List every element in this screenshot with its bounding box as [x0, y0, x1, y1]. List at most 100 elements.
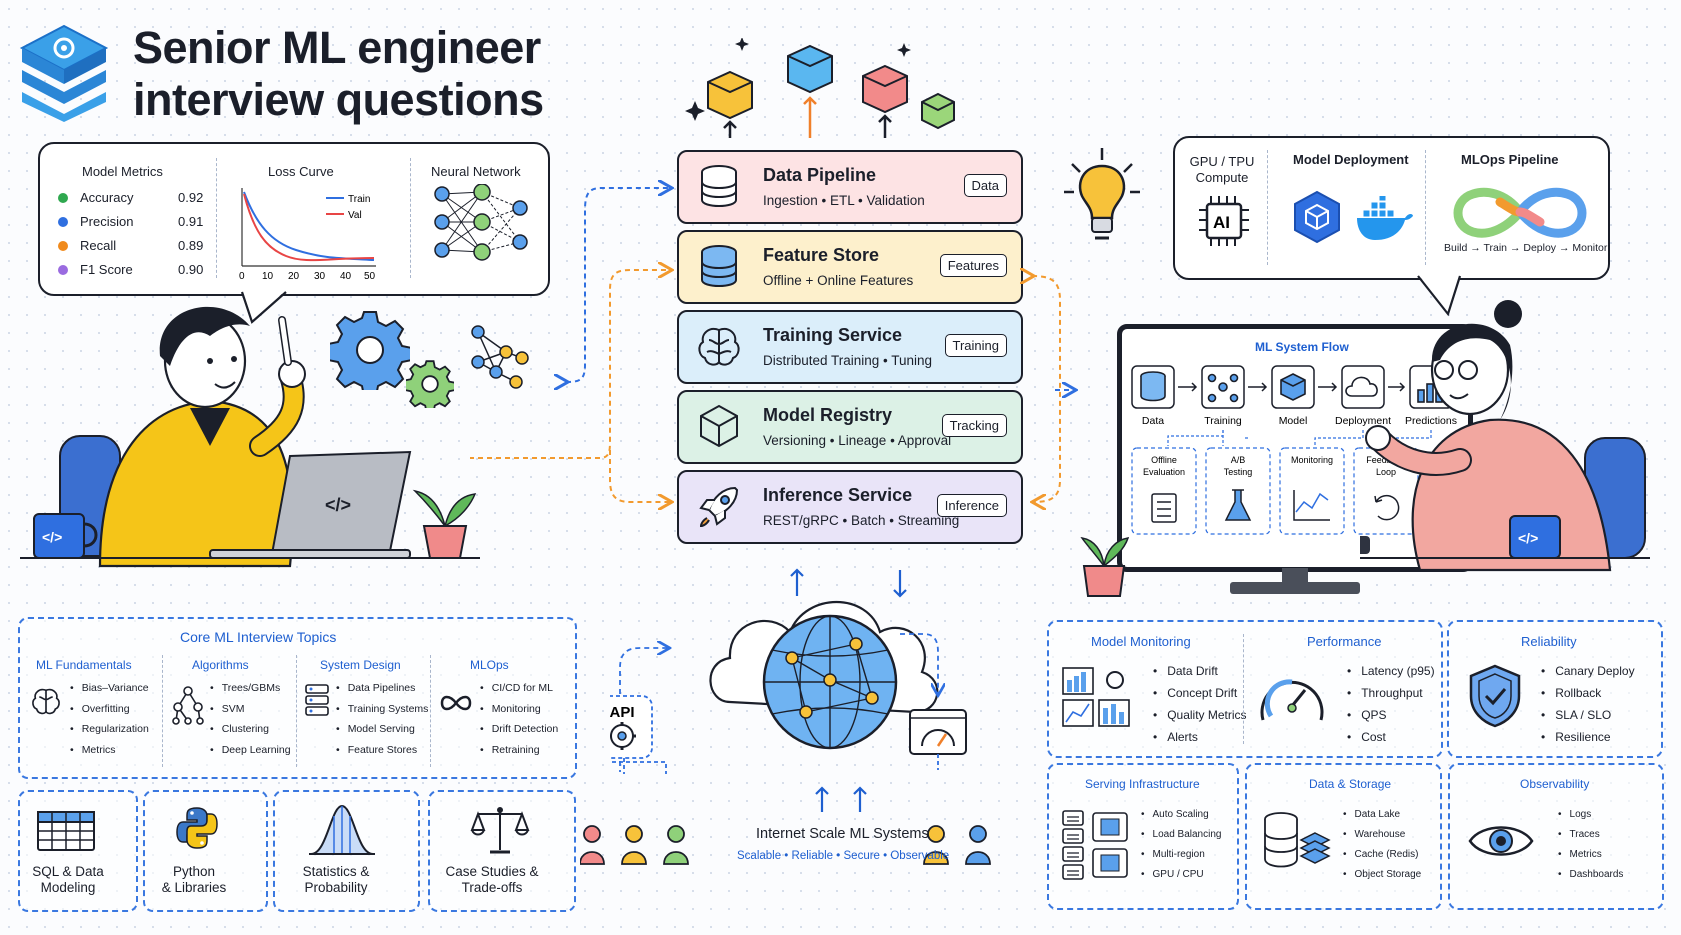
panel-data-storage: Data & Storage Data LakeWarehouseCache (… [1245, 763, 1442, 910]
stack-subtitle: REST/gRPC • Batch • Streaming [763, 513, 960, 528]
skill-card-label: Python& Libraries [161, 864, 227, 895]
model-deployment-title: Model Deployment [1293, 152, 1409, 167]
neural-network-title: Neural Network [431, 164, 521, 179]
tick-label: 10 [262, 271, 274, 282]
panel-observability: Observability LogsTracesMetricsDashboard… [1448, 763, 1664, 910]
panel-list: Data DriftConcept DriftQuality MetricsAl… [1153, 660, 1246, 748]
user-icon [580, 825, 605, 865]
panel-title: Model Monitoring [1091, 634, 1191, 649]
panel-model-monitoring: Model Monitoring Data DriftConcept Drift… [1047, 620, 1443, 758]
skill-card-python[interactable]: Python& Libraries [143, 790, 268, 912]
lightbulb-icon [1064, 148, 1140, 240]
bubble-tail [240, 290, 287, 324]
skill-card-statistics[interactable]: Statistics &Probability [273, 790, 420, 912]
internet-cloud-illustration: API [610, 568, 967, 812]
stack-data-pipeline[interactable]: Data Pipeline Ingestion • ETL • Validati… [677, 150, 1023, 224]
bell-curve-icon [309, 804, 375, 855]
scales-icon [470, 807, 530, 854]
internet-tags: Scalable • Reliable • Secure • Observabl… [737, 850, 950, 862]
stack-inference-service[interactable]: Inference Service REST/gRPC • Batch • St… [677, 470, 1023, 544]
gear-icon [330, 311, 410, 390]
core-topics-panel: Core ML Interview Topics ML Fundamentals… [18, 617, 577, 779]
tick-label: 0 [239, 271, 245, 282]
internet-title: Internet Scale ML Systems [756, 826, 929, 842]
user-icon [965, 825, 991, 865]
flow-substep: Testing [1224, 467, 1253, 477]
gear-icon [406, 360, 454, 408]
engineer-illustration: </> </> [20, 306, 480, 568]
svg-text:</>: </> [42, 529, 62, 545]
stack-subtitle: Ingestion • ETL • Validation [763, 193, 925, 208]
panel-list: Canary DeployRollbackSLA / SLOResilience [1541, 660, 1634, 748]
flow-step: Training [1204, 415, 1242, 427]
flow-substep: Evaluation [1143, 467, 1185, 477]
database-icon [701, 245, 737, 287]
topic-list: Bias–VarianceOverfittingRegularizationMe… [70, 678, 149, 760]
engineer-woman-illustration: </> [1360, 300, 1650, 572]
infinity-loop-icon [1453, 187, 1587, 238]
tick-label: 40 [340, 271, 352, 282]
stack-title: Data Pipeline [763, 165, 877, 185]
tick-label: 30 [314, 271, 326, 282]
stack-feature-store[interactable]: Feature Store Offline + Online Features … [677, 230, 1023, 304]
stack-subtitle: Offline + Online Features [763, 273, 914, 288]
metrics-title: Model Metrics [82, 164, 163, 179]
rocket-icon [699, 486, 739, 528]
brain-icon [32, 688, 60, 715]
topic-list: Trees/GBMsSVMClusteringDeep Learning [210, 678, 291, 760]
database-icon [701, 165, 737, 207]
skill-card-case-studies[interactable]: Case Studies &Trade-offs [428, 790, 576, 912]
cube-icon [700, 404, 738, 448]
neural-network-icon [434, 184, 528, 261]
stack-tag: Features [939, 254, 1007, 277]
metric-dot [58, 192, 68, 203]
panel-list: Data LakeWarehouseCache (Redis)Object St… [1343, 805, 1422, 885]
stack-title: Training Service [763, 325, 903, 345]
panel-reliability: Reliability Canary DeployRollbackSLA / S… [1447, 620, 1663, 758]
server-stack-icon [305, 684, 329, 716]
svg-text:</>: </> [1518, 530, 1538, 546]
flow-substep: A/B [1231, 455, 1246, 465]
stack-training-service[interactable]: Training Service Distributed Training • … [677, 310, 1023, 384]
stack-subtitle: Versioning • Lineage • Approval [763, 433, 952, 448]
metric-dot [58, 240, 68, 251]
panel-title: Observability [1520, 777, 1590, 791]
shield-check-icon [1469, 664, 1521, 728]
table-icon [37, 811, 95, 851]
users-group [580, 825, 991, 865]
user-icon [621, 825, 647, 865]
topic-mlops: MLOps [470, 658, 509, 672]
kubernetes-icon [1294, 190, 1340, 244]
panel-title: Reliability [1521, 634, 1577, 649]
dashboard-charts-icon [1062, 667, 1130, 727]
svg-text:</>: </> [325, 495, 351, 515]
skill-card-label: Case Studies &Trade-offs [445, 864, 539, 895]
infinity-icon [440, 695, 472, 711]
mlops-flow-text: Build → Train → Deploy → Monitor [1444, 242, 1608, 254]
mlops-pipeline-title: MLOps Pipeline [1461, 152, 1559, 167]
bubble-tail [1417, 274, 1462, 317]
panel-title: Serving Infrastructure [1085, 777, 1200, 791]
api-label: API [610, 704, 635, 721]
stack-tag: Tracking [941, 414, 1007, 437]
core-topics-title: Core ML Interview Topics [180, 629, 337, 645]
tree-graph-icon [172, 686, 204, 725]
legend-train: Train [348, 194, 370, 205]
stack-subtitle: Distributed Training • Tuning [763, 353, 933, 368]
server-rack-icon [1062, 810, 1128, 880]
stack-model-registry[interactable]: Model Registry Versioning • Lineage • Ap… [677, 390, 1023, 464]
ai-chip-label: AI [1213, 213, 1230, 232]
panel-list: LogsTracesMetricsDashboards [1558, 805, 1624, 885]
legend-val: Val [348, 210, 362, 221]
stack-tag: Training [944, 334, 1007, 357]
stack-tag: Inference [936, 494, 1007, 517]
panel-title: Data & Storage [1309, 777, 1392, 791]
